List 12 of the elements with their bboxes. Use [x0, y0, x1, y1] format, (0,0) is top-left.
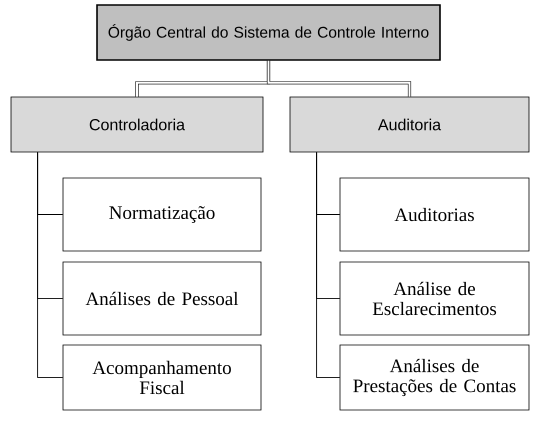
connector-line — [316, 152, 340, 378]
function-box: Análise de Esclarecimentos — [340, 262, 530, 336]
function-box: Auditorias — [340, 178, 530, 252]
function-box: Normatização — [62, 178, 262, 252]
department-box: Controladoria — [10, 96, 264, 152]
department-box: Auditoria — [290, 96, 530, 152]
connector-line — [37, 152, 64, 378]
org-box: Órgão Central do Sistema de Controle Interno — [96, 4, 441, 61]
function-box: Análises de Prestações de Contas — [340, 344, 530, 410]
function-box: Análises de Pessoal — [62, 262, 262, 336]
connector-line — [266, 60, 412, 97]
function-box: Acompanhamento Fiscal — [62, 344, 262, 410]
